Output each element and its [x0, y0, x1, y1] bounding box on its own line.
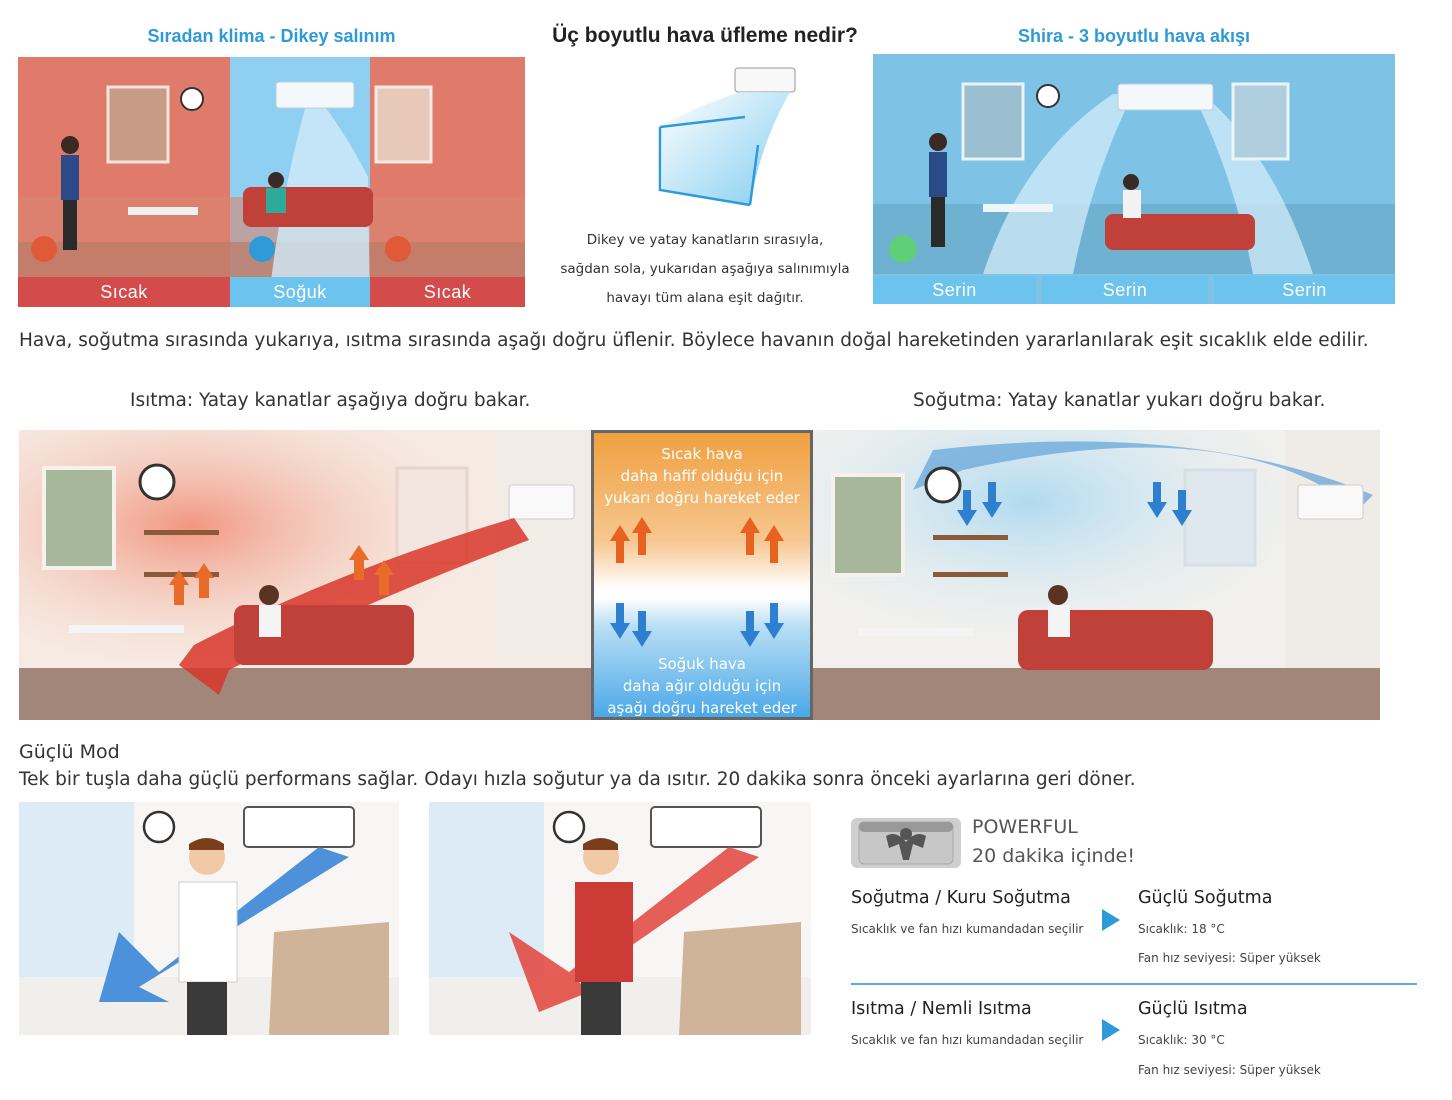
- cold-air-line-2: daha ağır olduğu için: [622, 677, 782, 695]
- cooling-mode-title: Soğutma / Kuru Soğutma: [851, 888, 1071, 908]
- up-arrows: [610, 517, 784, 563]
- powerful-heating-temp: Sıcaklık: 30 °C: [1138, 1033, 1225, 1047]
- hot-air-line-3: yukarı doğru hareket eder: [604, 489, 800, 507]
- ordinary-ac-illustration: [18, 57, 525, 307]
- description-line-2: sağdan sola, yukarıdan aşağıya salınımıy…: [560, 261, 850, 277]
- powerful-cooling-temp: Sıcaklık: 18 °C: [1138, 922, 1225, 936]
- cold-air-line-3: aşağı doğru hareket eder: [607, 699, 797, 717]
- zone-label-cool-2: Serin: [1042, 276, 1208, 304]
- powerful-cooling-fan: Fan hız seviyesi: Süper yüksek: [1138, 951, 1321, 965]
- zone-label-cool-1: Serin: [873, 276, 1036, 304]
- muscle-man-icon: [858, 821, 954, 865]
- hot-air-line-2: daha hafif olduğu için: [620, 467, 784, 485]
- cold-air-text: Soğuk hava daha ağır olduğu için aşağı d…: [594, 653, 810, 717]
- heating-label: Isıtma: Yatay kanatlar aşağıya doğru bak…: [130, 390, 531, 411]
- heating-mode-sub: Sıcaklık ve fan hızı kumandadan seçilir: [851, 1033, 1084, 1047]
- zone-label-cool-3: Serin: [1214, 276, 1395, 304]
- heating-mode-title: Isıtma / Nemli Isıtma: [851, 999, 1032, 1019]
- zone-label-cold: Soğuk: [230, 277, 370, 307]
- powerful-badge-text: POWERFUL 20 dakika içinde!: [972, 813, 1135, 871]
- powerful-mode-description: Tek bir tuşla daha güçlü performans sağl…: [19, 769, 1136, 790]
- down-arrows: [610, 603, 784, 647]
- hot-air-line-1: Sıcak hava: [661, 445, 743, 463]
- happy-face-icon: [889, 235, 917, 263]
- angry-face-icon-2: [385, 236, 411, 262]
- description-line-3: havayı tüm alana eşit dağıtır.: [606, 290, 804, 306]
- 3d-airflow-description: Dikey ve yatay kanatların sırasıyla, sağ…: [530, 226, 880, 313]
- man-cooling-illustration: [19, 802, 399, 1035]
- shira-3d-airflow-title: Shira - 3 boyutlu hava akışı: [1017, 26, 1251, 46]
- shira-ac-illustration: [873, 54, 1395, 304]
- zone-label-hot-left: Sıcak: [18, 277, 230, 307]
- description-line-1: Dikey ve yatay kanatların sırasıyla,: [586, 232, 824, 248]
- heating-arrow-icon: [1102, 1019, 1120, 1041]
- powerful-heating-fan: Fan hız seviyesi: Süper yüksek: [1138, 1063, 1321, 1077]
- shira-ac-scene: Serin Serin Serin: [873, 54, 1395, 304]
- cooling-illustration: [813, 430, 1380, 720]
- powerful-cooling-illustration: [19, 802, 399, 1035]
- powerful-duration: 20 dakika içinde!: [972, 845, 1135, 867]
- cooling-arrow-icon: [1102, 909, 1120, 931]
- powerful-heating-title: Güçlü Isıtma: [1138, 999, 1248, 1019]
- cooling-scene: [813, 430, 1380, 720]
- cooling-mode-sub: Sıcaklık ve fan hızı kumandadan seçilir: [851, 922, 1084, 936]
- powerful-badge: [851, 818, 961, 868]
- 3d-airflow-question-title: Üç boyutlu hava üfleme nedir?: [552, 24, 858, 47]
- hot-air-text: Sıcak hava daha hafif olduğu için yukarı…: [594, 443, 810, 509]
- ordinary-ac-title: Sıradan klima - Dikey salınım: [147, 26, 396, 46]
- powerful-cooling-title: Güçlü Soğutma: [1138, 888, 1273, 908]
- heating-illustration: [19, 430, 592, 720]
- powerful-label: POWERFUL: [972, 816, 1078, 838]
- powerful-mode-heading: Güçlü Mod: [19, 741, 120, 763]
- zone-label-hot-right: Sıcak: [370, 277, 525, 307]
- powerful-heating-illustration: [429, 802, 811, 1035]
- airflow-cube-illustration: [658, 67, 796, 207]
- cold-face-icon: [249, 236, 275, 262]
- airflow-statement: Hava, soğutma sırasında yukarıya, ısıtma…: [19, 330, 1369, 351]
- cooling-label: Soğutma: Yatay kanatlar yukarı doğru bak…: [913, 390, 1326, 411]
- cold-air-line-1: Soğuk hava: [658, 655, 746, 673]
- air-density-panel: Sıcak hava daha hafif olduğu için yukarı…: [591, 430, 813, 720]
- mode-separator: [851, 983, 1417, 985]
- man-heating-illustration: [429, 802, 811, 1035]
- ordinary-ac-scene: Sıcak Soğuk Sıcak: [18, 57, 525, 307]
- angry-face-icon: [31, 236, 57, 262]
- heating-scene: [19, 430, 592, 720]
- air-direction-arrows: [610, 517, 784, 647]
- 3d-airflow-diagram: [640, 65, 810, 215]
